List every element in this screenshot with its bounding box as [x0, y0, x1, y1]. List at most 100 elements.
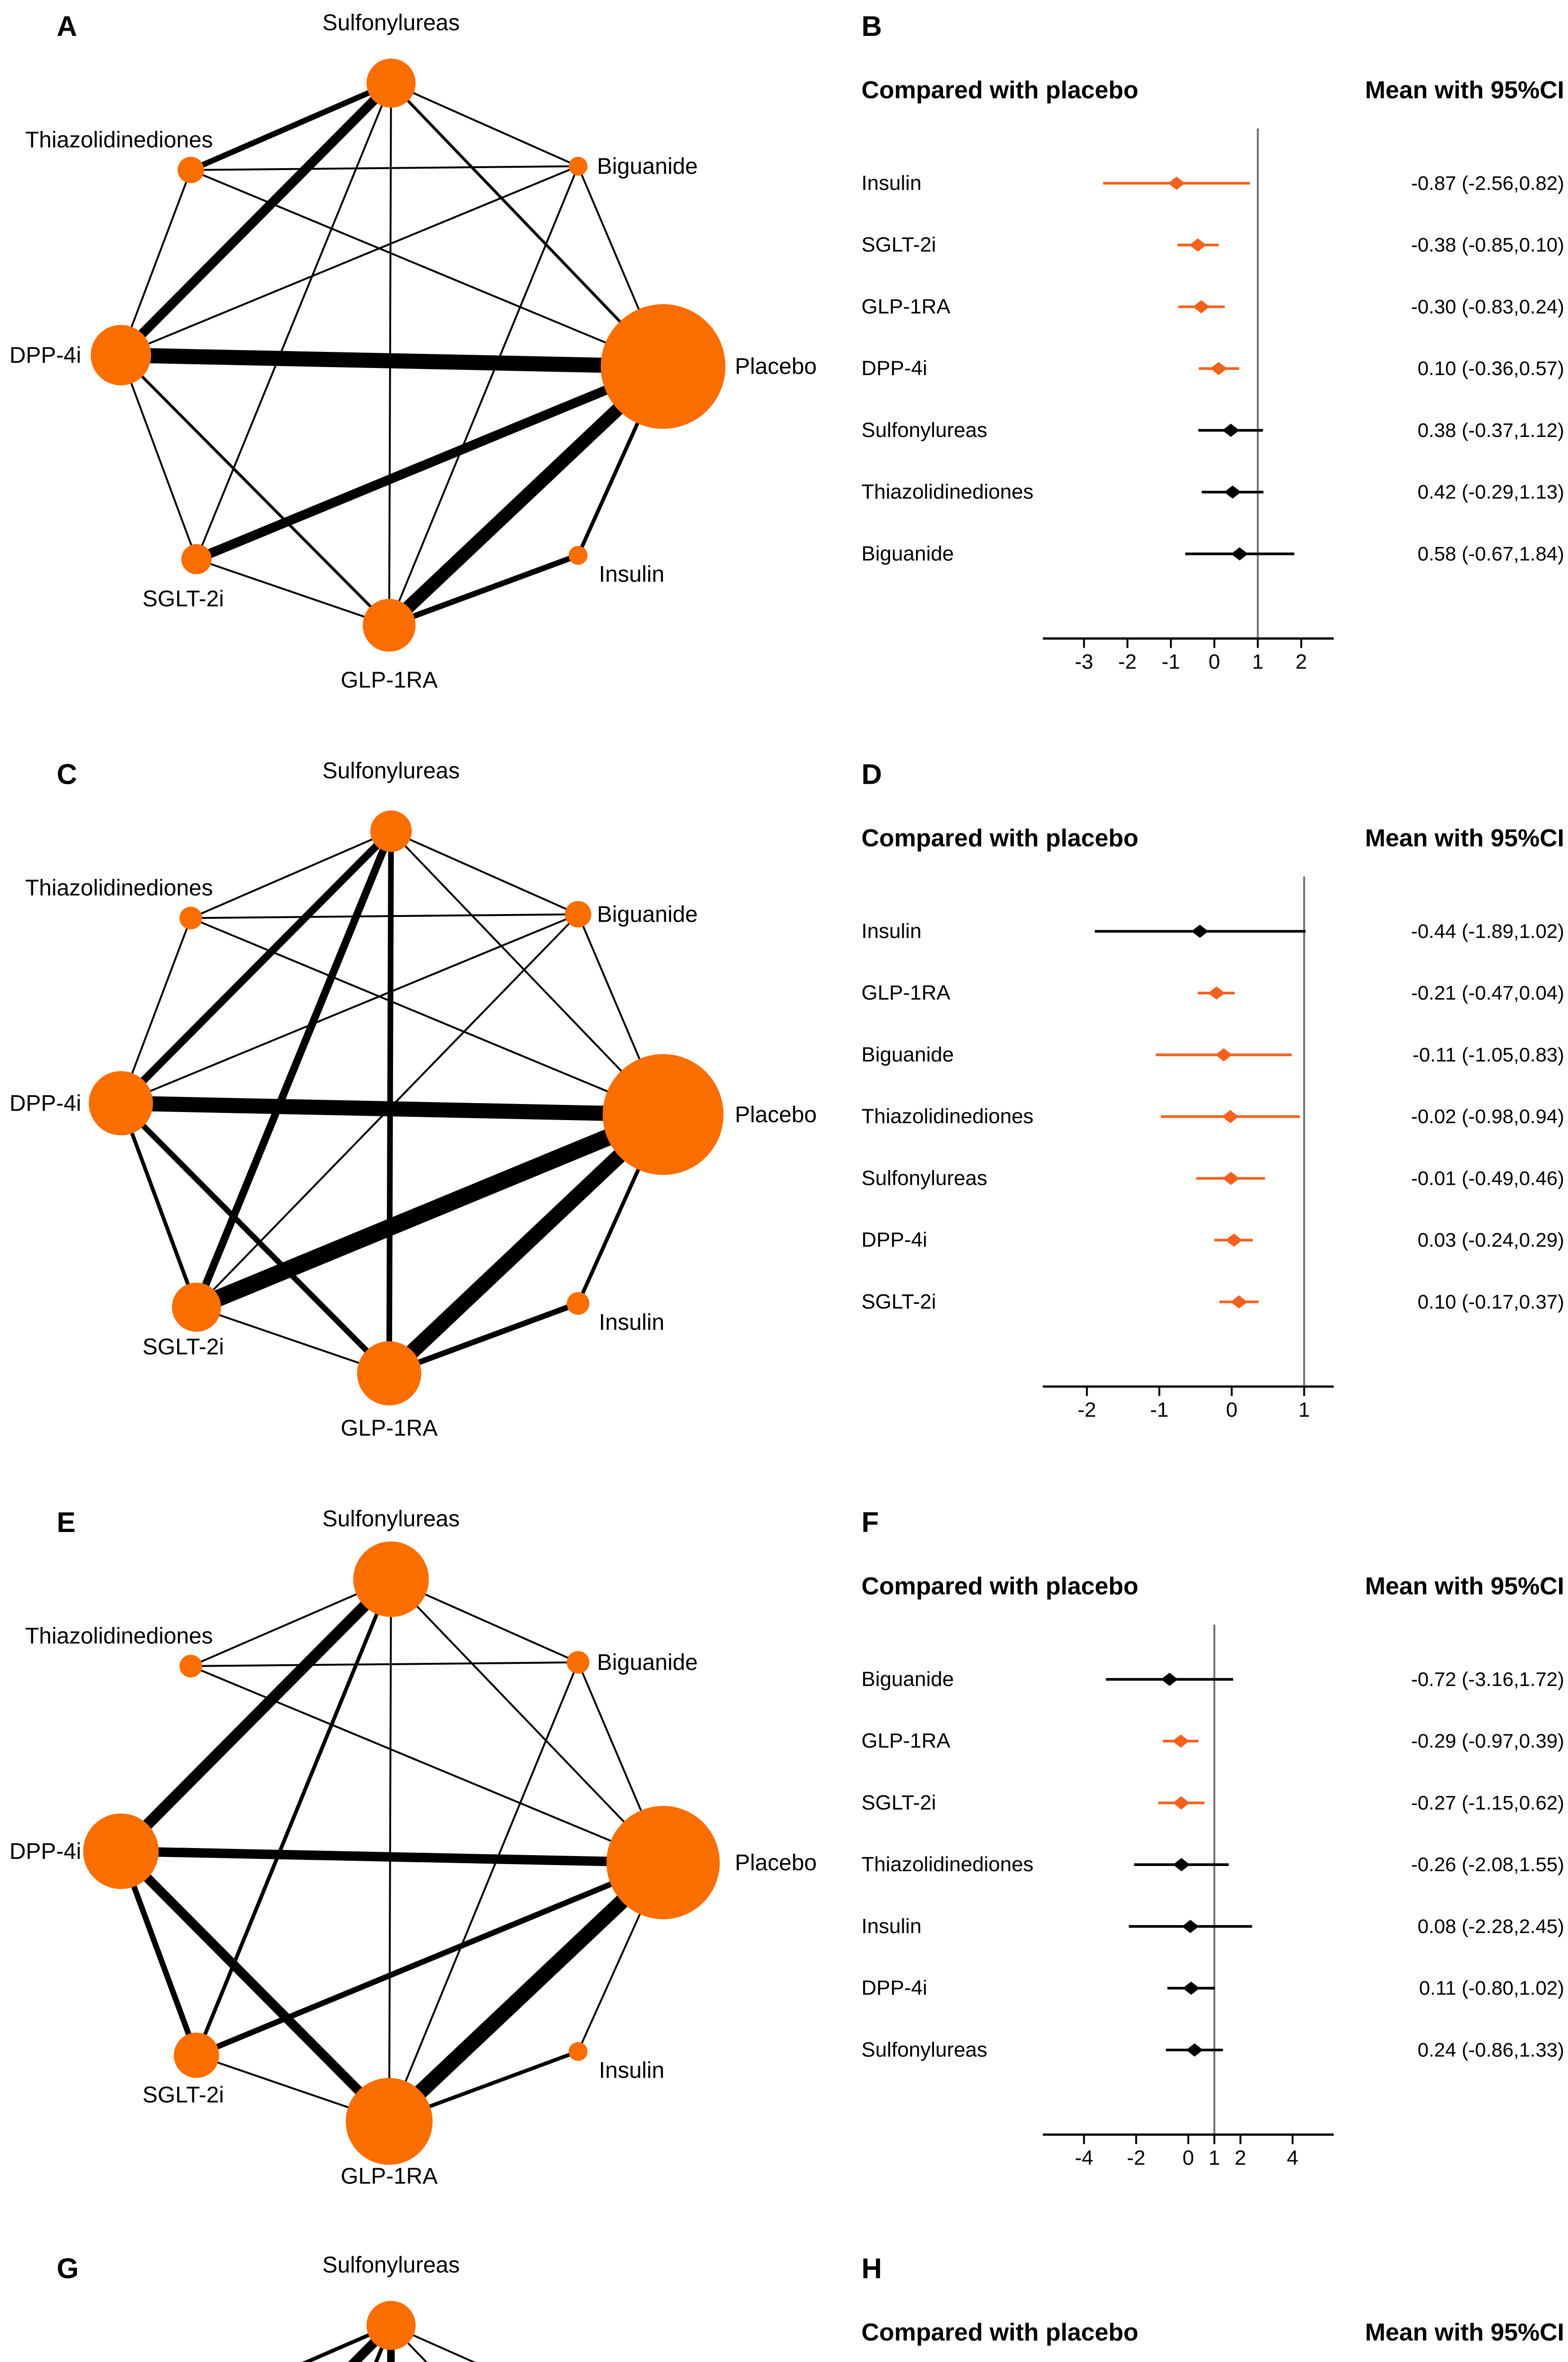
forest-row-label: GLP-1RA — [861, 981, 951, 1004]
network-node-SGLT-2i — [181, 544, 212, 574]
x-axis-tick-label: 1 — [1208, 2146, 1220, 2169]
mean-ci-text: -0.26 (-2.08,1.55) — [1411, 1852, 1564, 1874]
x-axis-tick-label: 0 — [1208, 650, 1220, 674]
network-edge — [120, 917, 192, 1103]
mean-ci-text: 0.24 (-0.86,1.33) — [1418, 2037, 1564, 2060]
mean-diamond — [1210, 362, 1227, 376]
network-edge — [388, 553, 579, 628]
x-axis-tick-label: -2 — [1078, 1398, 1096, 1421]
mean-diamond — [1173, 1795, 1190, 1809]
network-edge — [120, 913, 579, 1104]
network-edge — [117, 79, 394, 359]
network-node-label: Sulfonylureas — [322, 1506, 460, 1531]
mean-ci-text: 0.08 (-2.28,2.45) — [1418, 1914, 1564, 1936]
network-edge — [303, 2324, 392, 2362]
panel-label-g: G — [56, 2254, 79, 2286]
network-node-label: GLP-1RA — [341, 1415, 437, 1440]
network-node-Insulin — [566, 1292, 590, 1315]
mean-diamond — [1224, 485, 1242, 499]
mean-ci-text: -0.27 (-1.15,0.62) — [1411, 1790, 1564, 1813]
network-edge — [119, 1102, 198, 1308]
mean-ci-text: -0.29 (-0.97,0.39) — [1411, 1729, 1564, 1751]
forest-row-label: DPP-4i — [861, 357, 927, 380]
mean-ci-text: -0.30 (-0.83,0.24) — [1411, 295, 1564, 317]
forest-row-label: Sulfonylureas — [861, 2037, 987, 2060]
forest-row-label: Thiazolidinediones — [861, 480, 1033, 504]
network-edge — [120, 1845, 663, 1866]
network-edge — [190, 830, 392, 919]
mean-ci-text: -0.87 (-2.56,0.82) — [1411, 172, 1564, 194]
network-node-label: Sulfonylureas — [322, 2253, 460, 2278]
forest-row-label: SGLT-2i — [861, 233, 936, 257]
network-node-label: Thiazolidinediones — [25, 875, 213, 900]
network-edge — [120, 347, 663, 374]
network-edge — [388, 1661, 579, 2121]
network-node-Thiazolidinediones — [177, 156, 204, 183]
figure-row-4: G SulfonylureasThiazolidinedionesBiguani… — [0, 2243, 1568, 2362]
forest-svg-F: Compared with placebo Mean with 95%CI -4 -2… — [861, 1572, 1564, 2169]
network-edge — [390, 830, 579, 915]
mean-ci-text: -0.21 (-0.47,0.04) — [1411, 981, 1564, 1003]
mean-diamond — [1222, 1171, 1240, 1185]
mean-diamond — [1186, 2042, 1203, 2056]
network-node-DPP-4i — [83, 1812, 159, 1888]
forest-right-header: Mean with 95%CI — [1365, 1572, 1564, 1599]
network-node-label: Placebo — [735, 1102, 817, 1127]
x-axis-tick-label: 0 — [1182, 2146, 1194, 2169]
mean-ci-text: 0.10 (-0.36,0.57) — [1418, 357, 1564, 379]
forest-row-label: Insulin — [861, 1914, 921, 1937]
network-edge — [118, 828, 394, 1105]
forest-plot-f: Compared with placebo Mean with 95%CI -4 -2… — [859, 1548, 1568, 2228]
panel-label-a: A — [56, 11, 77, 43]
forest-row-label: Thiazolidinediones — [861, 1852, 1033, 1875]
x-axis-tick-label: -4 — [1075, 2146, 1093, 2169]
mean-ci-text: 0.10 (-0.17,0.37) — [1418, 1290, 1564, 1312]
network-edge — [117, 1847, 393, 2124]
forest-row-label: DPP-4i — [861, 1228, 927, 1251]
forest-left-header: Compared with placebo — [861, 824, 1138, 851]
network-edge — [117, 1574, 395, 1855]
network-node-Thiazolidinediones — [179, 906, 202, 929]
network-edge — [390, 830, 664, 1115]
network-node-Thiazolidinediones — [179, 1653, 202, 1677]
mean-diamond — [1192, 300, 1210, 314]
network-edge — [120, 1095, 663, 1122]
network-edge — [120, 165, 579, 356]
x-axis-tick-label: -2 — [1127, 2146, 1145, 2169]
x-axis-tick-label: 0 — [1226, 1398, 1237, 1421]
network-node-DPP-4i — [90, 325, 151, 385]
network-edge — [196, 83, 392, 560]
network-node-Sulfonylureas — [353, 1540, 429, 1616]
network-node-Biguanide — [566, 1650, 590, 1673]
network-node-Insulin — [568, 546, 588, 565]
forest-left-header: Compared with placebo — [861, 1572, 1138, 1599]
network-edge — [120, 354, 390, 626]
x-axis-tick-label: 2 — [1295, 650, 1307, 674]
network-node-label: Sulfonylureas — [322, 10, 460, 35]
network-edge — [388, 1578, 392, 2121]
network-svg-G: SulfonylureasThiazolidinedionesBiguanide… — [303, 2253, 475, 2362]
network-edge — [390, 82, 664, 368]
forest-right-header: Mean with 95%CI — [1365, 77, 1564, 104]
forest-row-label: Biguanide — [861, 1043, 954, 1066]
network-node-DPP-4i — [88, 1070, 153, 1135]
forest-row-label: Biguanide — [861, 1667, 954, 1690]
network-edge — [195, 362, 665, 564]
network-node-GLP-1RA — [345, 2077, 433, 2164]
forest-row-label: SGLT-2i — [861, 1790, 936, 1813]
forest-row-label: Insulin — [861, 171, 921, 195]
network-node-label: Thiazolidinediones — [25, 1623, 213, 1648]
mean-diamond — [1222, 423, 1240, 437]
network-node-Insulin — [568, 2041, 588, 2060]
network-node-label: Placebo — [735, 354, 817, 379]
forest-row-label: SGLT-2i — [861, 1290, 936, 1313]
mean-diamond — [1222, 1109, 1239, 1123]
